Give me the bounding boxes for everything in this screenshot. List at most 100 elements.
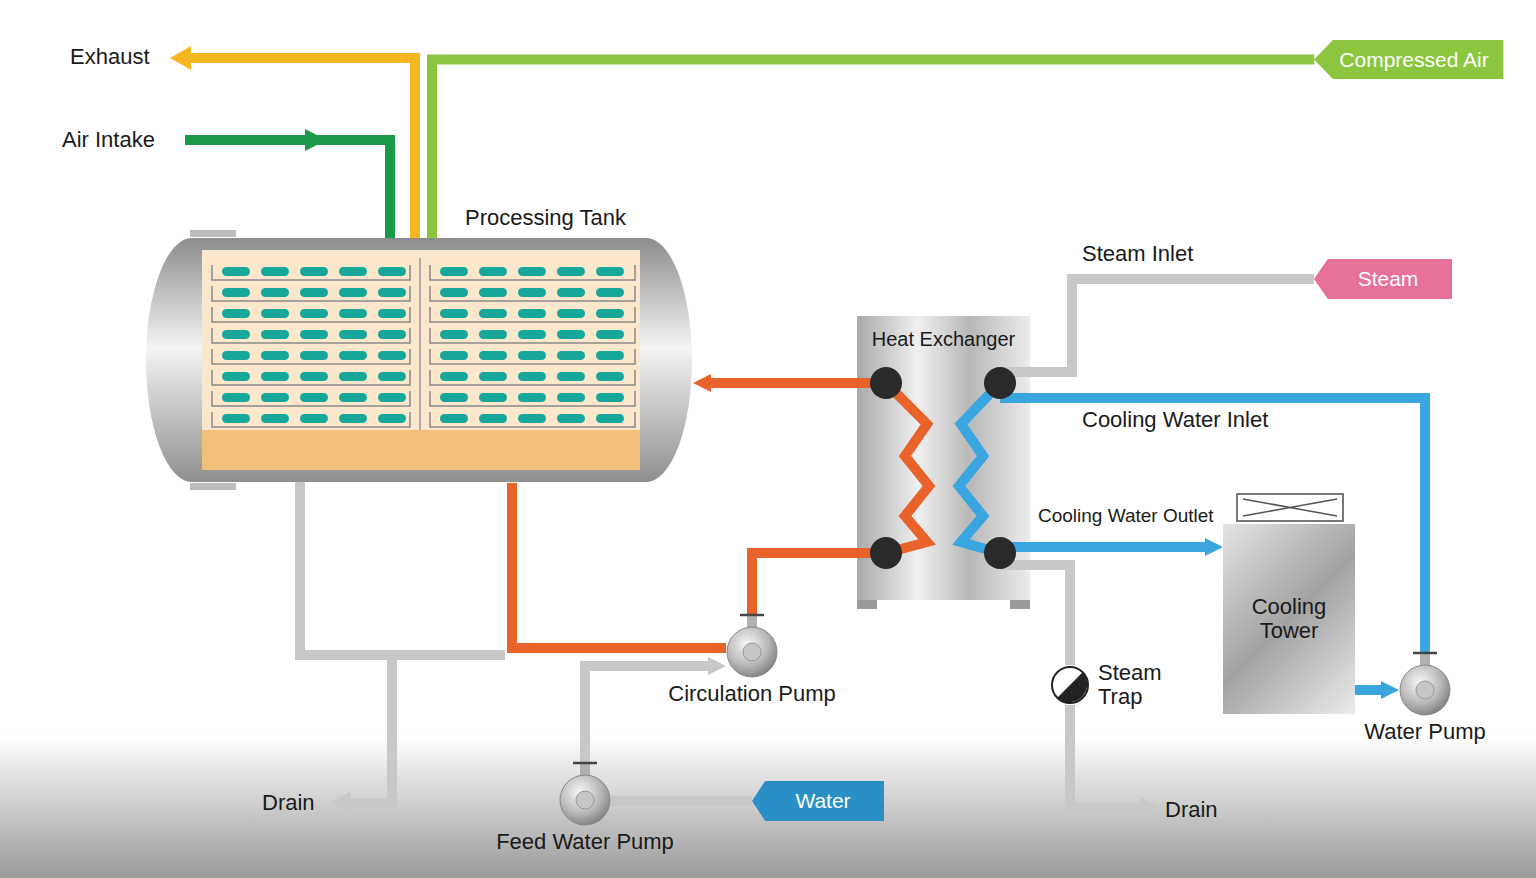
pipe-label: Cooling Water Outlet bbox=[1036, 506, 1216, 527]
node-label: Compressed Air bbox=[1329, 48, 1488, 71]
tray-shelf bbox=[430, 412, 635, 427]
pump-symbol bbox=[1399, 664, 1451, 716]
workpiece bbox=[440, 330, 468, 339]
workpiece bbox=[596, 309, 624, 318]
workpiece bbox=[339, 309, 367, 318]
workpiece bbox=[596, 351, 624, 360]
workpiece bbox=[300, 393, 328, 402]
heat-exchanger: Heat Exchanger bbox=[857, 316, 1030, 600]
tower-fan bbox=[1237, 494, 1343, 521]
pipe-connector bbox=[1355, 685, 1381, 695]
water-pump: Water Pump bbox=[1399, 664, 1451, 716]
rack-divider bbox=[419, 258, 421, 430]
tray-shelf bbox=[430, 370, 635, 385]
drain-arrow bbox=[331, 791, 351, 815]
tank-flange bbox=[190, 230, 236, 237]
tank-interior bbox=[202, 250, 640, 470]
workpiece bbox=[479, 288, 507, 297]
flow-end-label: Exhaust bbox=[70, 45, 150, 69]
tray-shelf bbox=[430, 286, 635, 301]
workpiece bbox=[222, 267, 250, 276]
exhaust-pipe bbox=[190, 58, 415, 238]
water-source-tag: Water bbox=[752, 781, 884, 821]
tray-rack bbox=[212, 265, 635, 427]
workpiece bbox=[261, 267, 289, 276]
floor-shade bbox=[0, 735, 1536, 878]
workpiece bbox=[300, 267, 328, 276]
workpiece bbox=[222, 351, 250, 360]
workpiece bbox=[339, 393, 367, 402]
workpiece bbox=[557, 288, 585, 297]
workpiece bbox=[479, 372, 507, 381]
workpiece bbox=[261, 414, 289, 423]
steam-source-tag: Steam bbox=[1314, 259, 1452, 299]
tray-shelf bbox=[212, 307, 410, 322]
drain-pipe bbox=[300, 482, 505, 655]
node-label: Steam bbox=[1348, 267, 1419, 290]
workpiece bbox=[222, 372, 250, 381]
tray-shelf bbox=[212, 328, 410, 343]
workpiece bbox=[339, 372, 367, 381]
workpiece bbox=[300, 414, 328, 423]
workpiece bbox=[518, 372, 546, 381]
drain-pipe bbox=[350, 655, 392, 803]
workpiece bbox=[518, 330, 546, 339]
workpiece bbox=[518, 267, 546, 276]
tower-fan-blades bbox=[1243, 499, 1337, 516]
workpiece bbox=[557, 414, 585, 423]
workpiece bbox=[378, 351, 406, 360]
pump-symbol bbox=[559, 774, 611, 826]
workpiece bbox=[557, 372, 585, 381]
workpiece bbox=[222, 288, 250, 297]
node-label: Processing Tank bbox=[465, 206, 626, 230]
pipe-label: Cooling Water Inlet bbox=[1080, 408, 1270, 432]
exchanger-foot bbox=[857, 600, 877, 609]
processing-tank: Processing Tank bbox=[145, 238, 693, 483]
pipe-connector bbox=[512, 483, 726, 648]
workpiece bbox=[557, 267, 585, 276]
workpiece bbox=[440, 309, 468, 318]
workpiece bbox=[378, 309, 406, 318]
pipe-connector bbox=[432, 60, 1314, 238]
steam-trap: Steam Trap bbox=[1050, 665, 1090, 705]
workpiece bbox=[300, 351, 328, 360]
workpiece bbox=[261, 309, 289, 318]
feed-water-pump: Feed Water Pump bbox=[559, 774, 611, 826]
drain-arrow bbox=[1140, 796, 1160, 820]
circulation-pump: Circulation Pump bbox=[726, 626, 778, 678]
workpiece bbox=[300, 288, 328, 297]
air-intake-arrow bbox=[305, 129, 327, 151]
workpiece bbox=[378, 267, 406, 276]
workpiece bbox=[557, 393, 585, 402]
compressed-air-tag: Compressed Air bbox=[1314, 40, 1503, 79]
workpiece bbox=[479, 267, 507, 276]
node-label: Water Pump bbox=[1364, 720, 1485, 744]
pipe-connector bbox=[752, 553, 857, 626]
workpiece bbox=[339, 414, 367, 423]
workpiece bbox=[339, 288, 367, 297]
node-label: Heat Exchanger bbox=[872, 328, 1015, 350]
node-label: Feed Water Pump bbox=[496, 830, 674, 854]
workpiece bbox=[378, 330, 406, 339]
tray-shelf bbox=[430, 349, 635, 364]
workpiece bbox=[518, 288, 546, 297]
workpiece bbox=[440, 351, 468, 360]
pipe-connector bbox=[611, 796, 752, 806]
tank-flange bbox=[190, 483, 236, 490]
workpiece bbox=[596, 288, 624, 297]
tray-shelf bbox=[430, 265, 635, 280]
flow-end-label: Air Intake bbox=[62, 128, 155, 152]
tray-shelf bbox=[212, 370, 410, 385]
tray-shelf bbox=[212, 391, 410, 406]
workpiece bbox=[479, 351, 507, 360]
workpiece bbox=[479, 393, 507, 402]
workpiece bbox=[222, 309, 250, 318]
workpiece bbox=[596, 393, 624, 402]
workpiece bbox=[300, 309, 328, 318]
air-intake-pipe bbox=[185, 140, 390, 238]
workpiece bbox=[440, 414, 468, 423]
tray-shelf bbox=[212, 349, 410, 364]
